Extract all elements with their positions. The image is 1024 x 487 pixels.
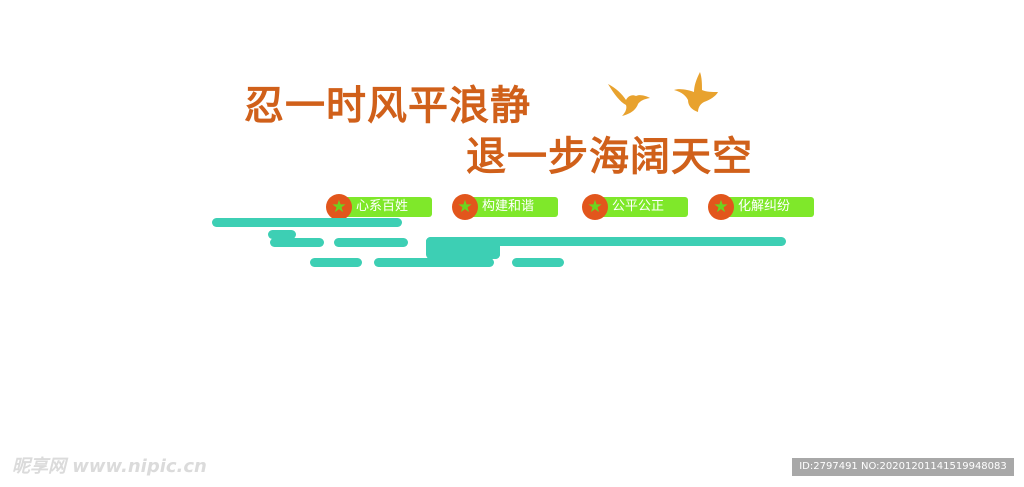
tag-pill bbox=[462, 197, 558, 217]
watermark-id: ID:2797491 NO:20201201141519948083 bbox=[792, 458, 1014, 476]
watermark-site: 昵享网 www.nipic.cn bbox=[12, 456, 207, 477]
cloud-decoration bbox=[212, 218, 786, 267]
tag-label: 心系百姓 bbox=[356, 199, 409, 214]
slogan-line-1: 忍一时风平浪静 bbox=[244, 83, 531, 129]
bird-icon bbox=[674, 72, 718, 112]
star-icon: ★ bbox=[582, 194, 608, 220]
tag-pill bbox=[718, 197, 814, 217]
slogan-line-2: 退一步海阔天空 bbox=[466, 134, 753, 180]
star-icon: ★ bbox=[452, 194, 478, 220]
tag-care-for-people: ★ 心系百姓 bbox=[326, 194, 432, 220]
star-icon: ★ bbox=[708, 194, 734, 220]
tag-build-harmony: ★ 构建和谐 bbox=[452, 194, 558, 220]
bird-icon bbox=[608, 84, 650, 116]
star-icon: ★ bbox=[326, 194, 352, 220]
tag-fairness: ★ 公平公正 bbox=[582, 194, 688, 220]
tag-label: 构建和谐 bbox=[482, 199, 535, 214]
tag-resolve-disputes: ★ 化解纠纷 bbox=[708, 194, 814, 220]
tag-label: 化解纠纷 bbox=[738, 199, 791, 214]
tag-pill bbox=[336, 197, 432, 217]
tag-label: 公平公正 bbox=[612, 199, 665, 214]
tag-pill bbox=[592, 197, 688, 217]
